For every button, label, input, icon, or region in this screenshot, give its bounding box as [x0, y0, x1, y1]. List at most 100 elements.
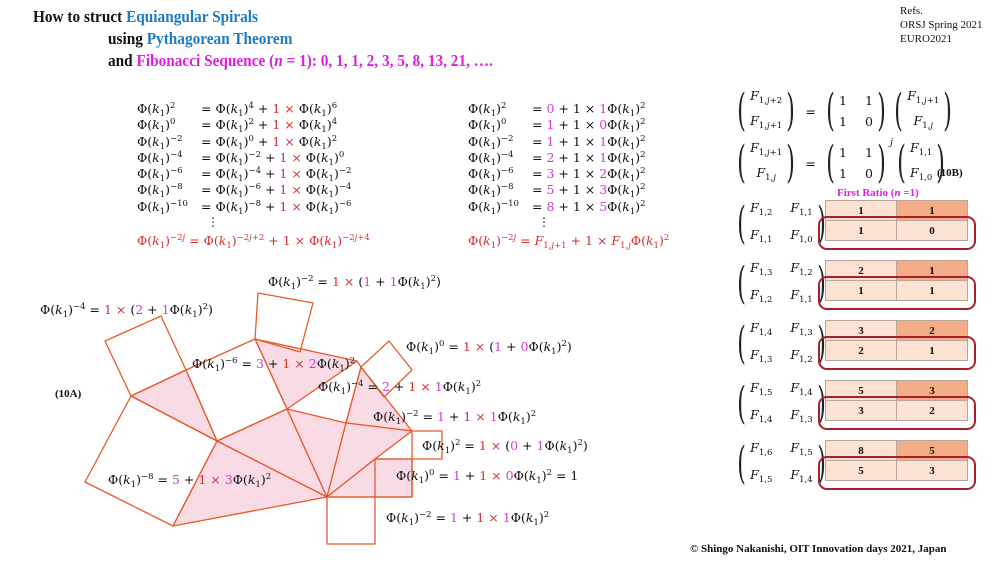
- table-cell: 1: [896, 260, 968, 281]
- diagram-label: Φ(k1)−8 = 5 + 1 × 3Φ(k1)2: [108, 472, 272, 490]
- copyright: © Shingo Nakanishi, OIT Innovation days …: [690, 543, 947, 555]
- highlight-box: [818, 336, 976, 370]
- title-line-1: How to struct Equiangular Spirals: [33, 6, 258, 28]
- title-highlight: Pythagorean Theorem: [146, 29, 293, 48]
- table-cell: 1: [896, 200, 968, 221]
- title-line-3: and Fibonacci Sequence (n = 1): 0, 1, 1,…: [108, 50, 493, 72]
- table-cell: 1: [825, 200, 897, 221]
- table-cell: 5: [825, 460, 897, 481]
- first-ratio-label: First Ratio (n =1): [837, 187, 919, 199]
- phi-fibonacci-equation: Φ(k1)0= 1 + 1 × 0Φ(k1)2: [468, 117, 646, 136]
- diagram-label: Φ(k1)−2 = 1 + 1 × 1Φ(k1)2: [373, 409, 537, 427]
- table-cell: 2: [825, 340, 897, 361]
- matrix-entry: F1,1: [790, 200, 813, 218]
- table-cell: 3: [896, 380, 968, 401]
- phi-fibonacci-equation: Φ(k1)−4= 2 + 1 × 1Φ(k1)2: [468, 149, 646, 168]
- title-line-2: using Pythagorean Theorem: [108, 28, 292, 50]
- matrix-entry: F1,5: [750, 380, 773, 398]
- right-paren: ): [786, 85, 796, 136]
- phi-fibonacci-equation: Φ(k1)−2= 1 + 1 × 1Φ(k1)2: [468, 133, 646, 152]
- spiral-square: [326, 496, 376, 545]
- left-paren: (: [897, 137, 906, 188]
- left-paren: (: [737, 438, 746, 489]
- left-paren: (: [737, 198, 746, 249]
- right-paren: ): [936, 137, 946, 188]
- left-paren: (: [826, 137, 835, 188]
- equals-sign: =: [805, 155, 816, 171]
- table-cell: 2: [825, 260, 897, 281]
- diagram-label: Φ(k1)2 = 1 × (0 + 1Φ(k1)2): [422, 438, 588, 456]
- matrix-entry: 1: [838, 145, 847, 160]
- matrix-entry: 1: [838, 166, 847, 181]
- spiral-square: [411, 430, 443, 460]
- phi-fibonacci-equation: Φ(k1)−6= 3 + 1 × 2Φ(k1)2: [468, 166, 646, 185]
- matrix-entry: F1,1: [910, 140, 933, 158]
- title-highlight: Equiangular Spirals: [126, 7, 259, 26]
- phi-recurrence-equation: Φ(k1)−4= Φ(k1)−2 + 1 × Φ(k1)0: [137, 149, 345, 168]
- table-cell: 3: [825, 400, 897, 421]
- matrix-entry: F1,3: [790, 407, 813, 425]
- diagram-label: Φ(k1)−4 = 2 + 1 × 1Φ(k1)2: [318, 379, 482, 397]
- matrix-entry: F1,1: [750, 227, 773, 245]
- left-paren: (: [737, 318, 746, 369]
- phi-fibonacci-equation: Φ(k1)−8= 5 + 1 × 3Φ(k1)2: [468, 182, 646, 201]
- left-paren: (: [894, 85, 903, 136]
- matrix-entry: F1,j: [913, 113, 933, 131]
- table-cell: 2: [896, 400, 968, 421]
- title-highlight: Fibonacci Sequence (n = 1): 0, 1, 1, 2, …: [137, 51, 493, 70]
- label-10a: (10A): [55, 388, 82, 400]
- left-paren: (: [737, 137, 746, 188]
- title-sequence: = 1): 0, 1, 1, 2, 3, 5, 8, 13, 21, ….: [282, 51, 493, 70]
- phi-recurrence-equation: Φ(k1)0= Φ(k1)2 + 1 × Φ(k1)4: [137, 117, 338, 136]
- right-paren: ): [877, 137, 886, 188]
- phi-fibonacci-equation: Φ(k1)−10= 8 + 1 × 5Φ(k1)2: [468, 198, 646, 217]
- ref-line: EURO2021: [900, 33, 952, 45]
- title-text: using: [108, 29, 147, 48]
- matrix-entry: F1,0: [790, 227, 813, 245]
- matrix-entry: F1,4: [790, 467, 813, 485]
- matrix-entry: F1,6: [750, 440, 773, 458]
- diagram-label: Φ(k1)−2 = 1 + 1 × 1Φ(k1)2: [386, 510, 550, 528]
- matrix-entry: F1,j+2: [750, 88, 783, 106]
- spiral-edge: [356, 360, 362, 368]
- matrix-entry: F1,2: [750, 287, 773, 305]
- diagram-label: Φ(k1)−6 = 3 + 1 × 2Φ(k1)2: [192, 356, 356, 374]
- phi-recurrence-equation: Φ(k1)−2= Φ(k1)0 + 1 × Φ(k1)2: [137, 133, 338, 152]
- phi-recurrence-equation: Φ(k1)−8= Φ(k1)−6 + 1 × Φ(k1)−4: [137, 182, 352, 201]
- spiral-square: [374, 458, 413, 498]
- equals-sign: =: [805, 103, 816, 119]
- matrix-entry: 0: [864, 114, 873, 129]
- right-paren: ): [786, 137, 796, 188]
- spiral-square: [360, 340, 413, 398]
- matrix-entry: F1,3: [790, 320, 813, 338]
- spiral-edge: [345, 366, 362, 424]
- diagram-label: Φ(k1)0 = 1 + 1 × 0Φ(k1)2 = 1: [396, 468, 579, 486]
- left-paren: (: [737, 378, 746, 429]
- highlight-box: [818, 216, 976, 250]
- spiral-square: [254, 292, 314, 353]
- left-paren: (: [737, 258, 746, 309]
- table-cell: 1: [896, 340, 968, 361]
- matrix-entry: F1,j+1: [750, 113, 783, 131]
- matrix-entry: 1: [838, 93, 847, 108]
- matrix-entry: F1,5: [790, 440, 813, 458]
- matrix-entry: F1,4: [750, 320, 773, 338]
